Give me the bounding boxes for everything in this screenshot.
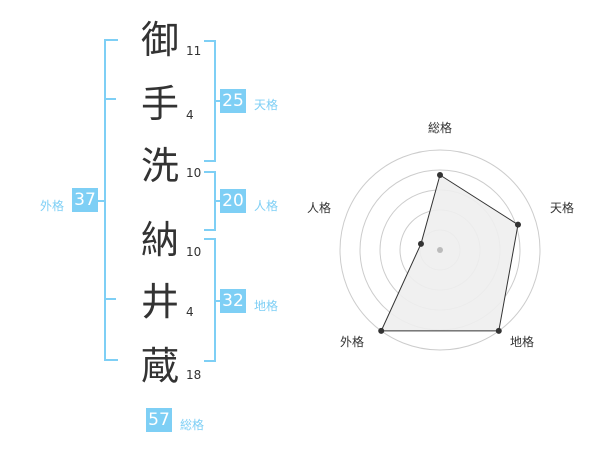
bracket-tick bbox=[214, 200, 222, 202]
radar-point-3 bbox=[495, 327, 502, 334]
radar-axis-label-5: 人格 bbox=[307, 200, 331, 215]
radar-point-2 bbox=[514, 221, 521, 228]
gaikaku-label: 外格 bbox=[40, 199, 65, 213]
bracket-tick bbox=[106, 298, 116, 300]
chikaku-badge: 32 bbox=[220, 289, 246, 313]
bracket-tick bbox=[98, 200, 106, 202]
jinkaku-badge: 20 bbox=[220, 189, 246, 213]
radar-point-5 bbox=[417, 240, 424, 247]
bracket-tick bbox=[214, 300, 222, 302]
radar-series-area bbox=[380, 174, 519, 332]
name-char-6: 蔵 bbox=[140, 344, 179, 388]
tenkaku-label: 天格 bbox=[254, 98, 279, 112]
radar-axis-label-3: 地格 bbox=[510, 334, 534, 349]
stroke-count-5: 4 bbox=[186, 305, 194, 319]
radar-point-1 bbox=[437, 172, 443, 178]
bracket-tick bbox=[106, 98, 116, 100]
name-char-2: 手 bbox=[140, 82, 179, 126]
bracket-tick bbox=[214, 100, 222, 102]
radar-center bbox=[437, 247, 443, 253]
name-char-1: 御 bbox=[140, 18, 179, 62]
stroke-count-6: 18 bbox=[186, 368, 202, 382]
radar-axis-label-4: 外格 bbox=[340, 334, 364, 349]
jinkaku-label: 人格 bbox=[254, 199, 279, 213]
soukaku-badge: 57 bbox=[146, 408, 172, 432]
stroke-count-3: 10 bbox=[186, 166, 202, 180]
stroke-count-4: 10 bbox=[186, 245, 202, 259]
stroke-count-1: 11 bbox=[186, 44, 202, 58]
radar-point-4 bbox=[378, 327, 385, 334]
name-char-4: 納 bbox=[140, 218, 179, 262]
chikaku-label: 地格 bbox=[254, 299, 279, 313]
tenkaku-badge: 25 bbox=[220, 89, 246, 113]
soukaku-label: 総格 bbox=[180, 418, 205, 432]
gaikaku-badge: 37 bbox=[72, 188, 98, 212]
radar-axis-label-1: 総格 bbox=[428, 120, 452, 135]
name-char-5: 井 bbox=[140, 280, 179, 324]
stroke-count-2: 4 bbox=[186, 108, 194, 122]
radar-grid-ring bbox=[339, 149, 541, 351]
name-char-3: 洗 bbox=[140, 144, 179, 188]
radar-axis-label-2: 天格 bbox=[550, 200, 574, 215]
